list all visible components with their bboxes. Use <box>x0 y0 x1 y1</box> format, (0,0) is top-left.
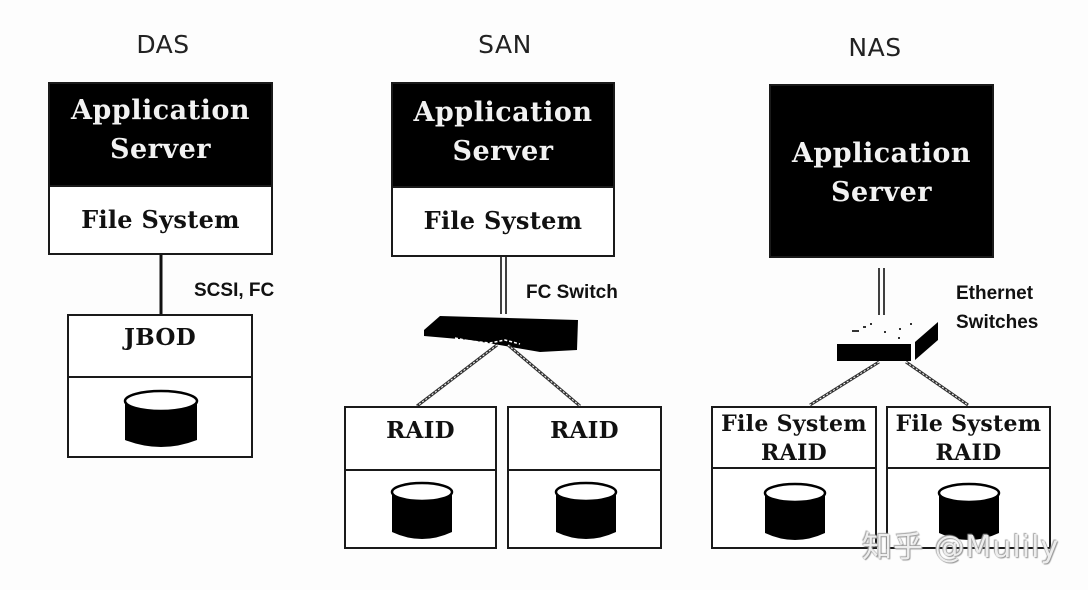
san-server-line1: Application <box>413 97 593 128</box>
san-switch-to-raid-links <box>416 343 581 408</box>
fc-switch-icon <box>424 316 578 352</box>
das-connection-label: SCSI, FC <box>194 280 275 301</box>
divider <box>509 469 660 471</box>
san-server-to-switch-link <box>500 256 507 314</box>
das-application-server: Application Server <box>48 82 273 187</box>
nas-connection-label-line2: Switches <box>956 312 1039 333</box>
nas-storage-line1: File System <box>721 411 867 437</box>
nas-title: NAS <box>848 33 902 62</box>
disk-cylinder-icon <box>390 481 454 539</box>
divider <box>713 467 875 469</box>
das-title: DAS <box>136 30 190 59</box>
divider <box>888 467 1049 469</box>
das-server-line2: Server <box>110 134 211 165</box>
raid-label: RAID <box>550 417 619 444</box>
nas-application-server: Application Server <box>769 84 994 258</box>
nas-storage-line1: File System <box>895 411 1042 437</box>
divider <box>69 376 251 378</box>
jbod-label: JBOD <box>124 324 196 351</box>
das-file-system: File System <box>48 185 273 255</box>
raid-label: RAID <box>386 417 455 444</box>
nas-storage-line2: RAID <box>761 440 827 466</box>
disk-cylinder-icon <box>123 389 199 447</box>
san-application-server: Application Server <box>391 82 615 188</box>
san-raid-storage-1: RAID <box>344 406 497 549</box>
san-title: SAN <box>478 30 532 59</box>
san-raid-storage-2: RAID <box>507 406 662 549</box>
disk-cylinder-icon <box>554 481 618 539</box>
disk-cylinder-icon <box>937 482 1001 540</box>
san-server-line2: Server <box>452 136 554 167</box>
nas-switch-to-raid-links <box>809 360 969 407</box>
nas-connection-label-line1: Ethernet <box>956 283 1034 304</box>
san-connection-label: FC Switch <box>526 282 618 303</box>
nas-fs-raid-storage-2: File System RAID <box>886 406 1051 549</box>
das-file-system-label: File System <box>81 205 240 234</box>
disk-cylinder-icon <box>763 482 827 540</box>
das-jbod-storage: JBOD <box>67 314 253 458</box>
nas-server-line1: Application <box>791 138 972 169</box>
divider <box>346 469 495 471</box>
ethernet-switch-icon <box>837 322 938 361</box>
nas-storage-line2: RAID <box>935 440 1002 466</box>
nas-fs-raid-storage-1: File System RAID <box>711 406 877 549</box>
das-server-line1: Application <box>70 95 251 126</box>
watermark: 知乎 @Mulily <box>862 530 1060 565</box>
san-file-system: File System <box>391 186 615 257</box>
san-file-system-label: File System <box>423 206 583 235</box>
nas-server-to-switch-link <box>878 268 885 315</box>
nas-server-line2: Server <box>831 177 932 208</box>
